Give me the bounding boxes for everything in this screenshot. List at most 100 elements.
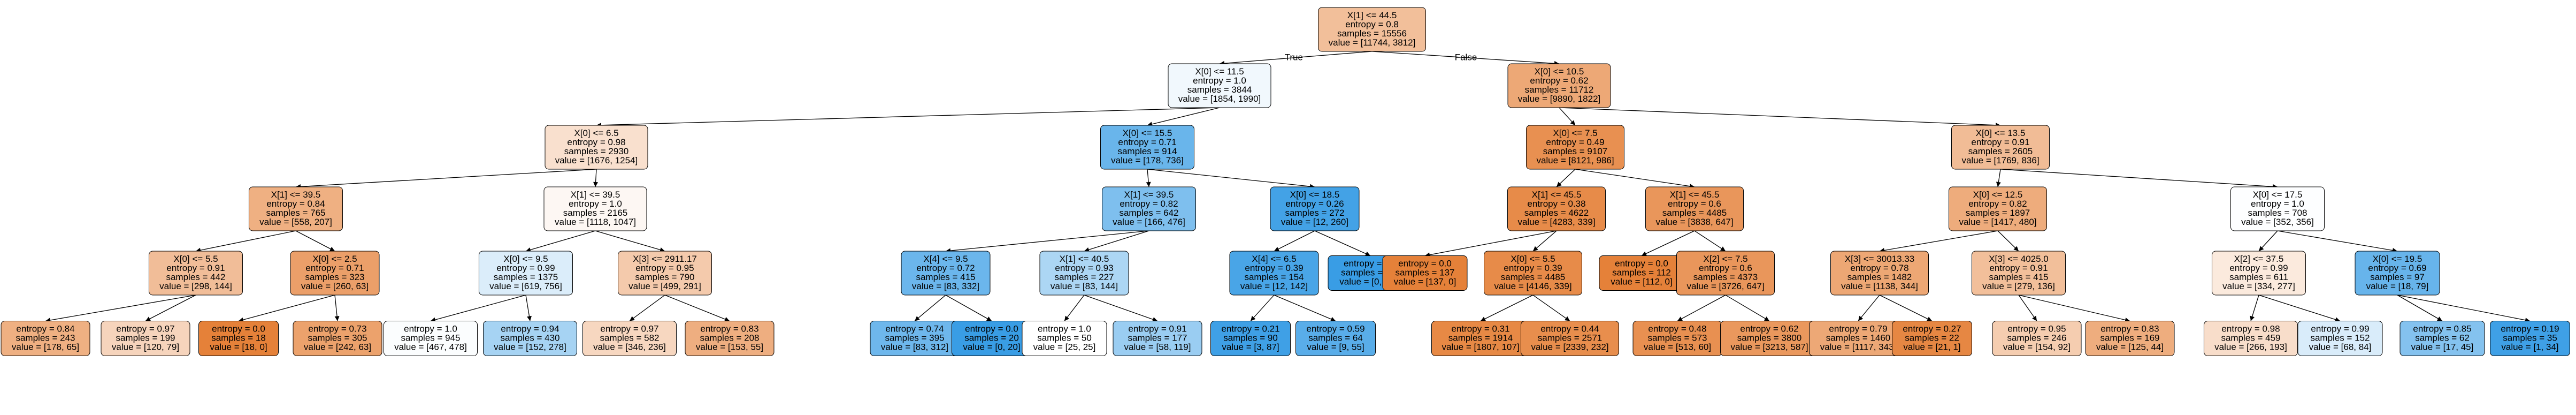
tree-node-line: value = [467, 478]: [394, 342, 467, 352]
tree-node-line: samples = 208: [700, 333, 759, 343]
tree-node-line: entropy = 0.0: [1398, 259, 1452, 269]
tree-node-line: value = [1118, 1047]: [555, 217, 636, 227]
tree-node-box: [1645, 186, 1744, 231]
tree-node-box: [2297, 321, 2383, 356]
tree-node-box: [2212, 251, 2306, 296]
tree-node-line: value = [152, 278]: [494, 342, 566, 352]
tree-node-line: samples = 97: [2370, 272, 2425, 282]
tree-node-line: samples = 2165: [563, 208, 628, 218]
tree-node-line: entropy = 0.21: [1221, 324, 1279, 334]
tree-node-box: [1972, 251, 2066, 296]
edge-20-42: [1084, 295, 1158, 322]
edge-19-39: [914, 295, 946, 321]
edge-18-38: [664, 295, 730, 322]
tree-node-line: value = [178, 65]: [12, 342, 79, 352]
edge-arrowhead-30-55: [2436, 316, 2442, 321]
tree-node-box: [384, 321, 478, 356]
tree-node-line: samples = 1375: [494, 272, 558, 282]
tree-node-line: value = [558, 207]: [259, 217, 332, 227]
edge-arrowhead-18-38: [724, 316, 730, 322]
tree-node-line: samples = 15556: [1337, 28, 1407, 39]
edge-arrowhead-12-25: [1642, 251, 1647, 256]
tree-node-line: X[2] <= 7.5: [1703, 254, 1747, 264]
tree-node-line: X[1] <= 40.5: [1060, 254, 1109, 264]
tree-node-line: samples = 50: [1037, 333, 1092, 343]
tree-node-box: [293, 321, 382, 356]
tree-node-line: entropy = 0.82: [1968, 199, 2027, 209]
tree-node-line: entropy = 1.0: [1038, 324, 1091, 334]
edge-30-56: [2397, 295, 2531, 322]
tree-node-line: X[0] <= 11.5: [1195, 66, 1244, 77]
edge-arrowhead-29-53: [2250, 315, 2255, 321]
tree-node-line: samples = 459: [2221, 333, 2280, 343]
tree-node-box: [1507, 186, 1606, 231]
tree-node-box: [1318, 7, 1426, 52]
tree-node-line: entropy = 0.94: [501, 324, 559, 334]
tree-node-line: X[0] <= 5.5: [173, 254, 218, 264]
tree-node-line: samples = 3800: [1737, 333, 1802, 343]
edge-arrowhead-18-37: [630, 316, 635, 321]
tree-node-box: [2085, 321, 2175, 356]
tree-node-box: [249, 186, 343, 231]
tree-node-line: X[2] <= 37.5: [2234, 254, 2284, 264]
tree-node-line: samples = 2571: [1538, 333, 1603, 343]
tree-node-line: entropy = 0.62: [1530, 76, 1588, 86]
tree-node-line: value = [4146, 339]: [1494, 281, 1571, 291]
tree-node-line: value = [83, 332]: [912, 281, 979, 291]
tree-node-line: value = [3, 87]: [1222, 342, 1279, 352]
tree-node-line: entropy = 0.26: [1285, 199, 1344, 209]
edge-27-49: [1858, 295, 1880, 321]
edge-29-54: [2258, 295, 2341, 322]
edge-11-24: [1532, 230, 1557, 252]
tree-node-line: samples = 765: [266, 208, 325, 218]
tree-node-line: samples = 582: [600, 333, 659, 343]
edge-17-35: [430, 295, 526, 322]
tree-node-line: value = [25, 25]: [1033, 342, 1096, 352]
tree-node-line: samples = 4485: [1662, 208, 1727, 218]
edge-11-23: [1424, 230, 1557, 256]
tree-node-line: samples = 323: [305, 272, 364, 282]
edge-8-17: [525, 230, 596, 252]
tree-node-line: entropy = 0.99: [2311, 324, 2369, 334]
edge-arrowhead-20-41: [1064, 315, 1070, 321]
tree-node-line: X[0] <= 6.5: [574, 128, 618, 138]
tree-node-line: samples = 4373: [1693, 272, 1758, 282]
tree-node-line: value = [153, 55]: [696, 342, 763, 352]
edge-arrowhead-16-34: [334, 316, 340, 321]
tree-node-line: X[3] <= 4025.0: [1989, 254, 2049, 264]
edge-8-18: [595, 230, 665, 252]
edge-arrowhead-7-16: [329, 246, 335, 251]
tree-node-line: value = [1807, 107]: [1442, 342, 1519, 352]
edge-arrowhead-5-11: [1557, 182, 1562, 187]
edge-arrowhead-26-48: [1764, 316, 1769, 321]
tree-node-line: entropy = 0.84: [16, 324, 74, 334]
tree-node-line: entropy = 0.83: [700, 324, 758, 334]
tree-node-line: X[1] <= 39.5: [1124, 190, 1174, 200]
edge-arrowhead-19-40: [986, 316, 992, 321]
tree-node-line: entropy = 0.74: [885, 324, 944, 334]
tree-node-line: entropy = 0.44: [1540, 324, 1599, 334]
tree-node-line: X[0] <= 10.5: [1535, 66, 1584, 77]
tree-node-box: [1992, 321, 2082, 356]
tree-node-line: value = [58, 119]: [1124, 342, 1191, 352]
tree-node-box: [1951, 125, 2050, 170]
tree-node-box: [198, 321, 279, 356]
tree-node-line: samples = 914: [1117, 146, 1177, 156]
tree-node-box: [1270, 186, 1360, 231]
tree-node-line: samples = 22: [1905, 333, 1959, 343]
tree-node-line: X[1] <= 39.5: [571, 190, 620, 200]
tree-node-box: [545, 125, 648, 170]
tree-node-line: entropy = 0.6: [1699, 263, 1752, 273]
tree-node-line: samples = 4485: [1501, 272, 1566, 282]
tree-node-line: entropy = 1.0: [569, 199, 622, 209]
